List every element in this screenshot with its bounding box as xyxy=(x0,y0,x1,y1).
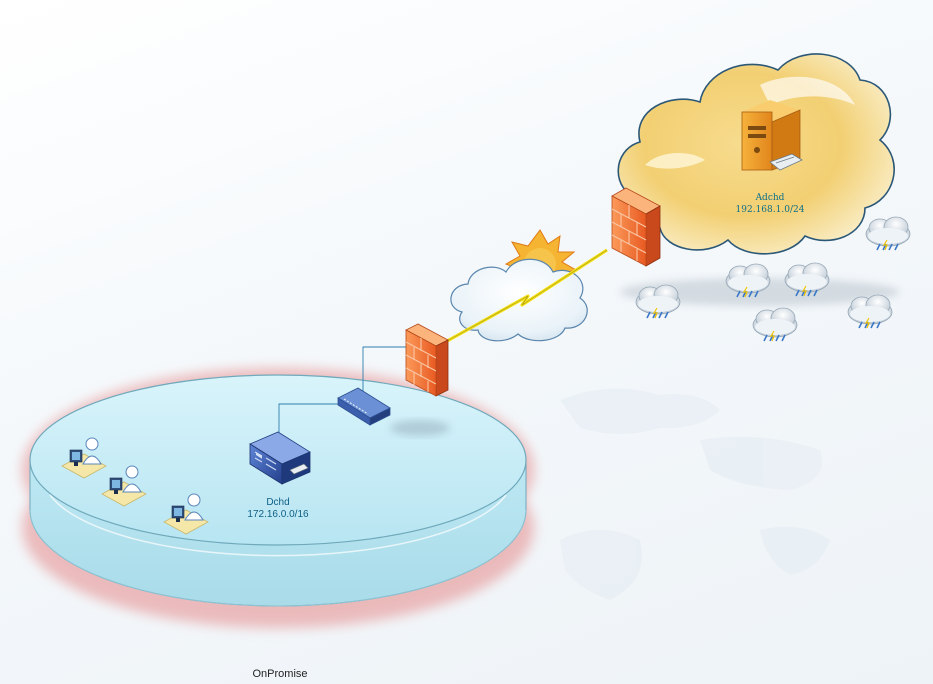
storm-cloud-icon xyxy=(865,216,911,251)
cloud-site: Adchd 192.168.1.0/24 xyxy=(617,53,895,255)
cloud-site-name: Adchd xyxy=(755,193,785,203)
cloud-firewall-icon xyxy=(611,187,661,267)
onprem-site-subnet: 172.16.0.0/16 xyxy=(247,509,309,520)
storm-cloud-icon xyxy=(847,294,893,329)
onprem-caption: OnPromise xyxy=(252,668,307,680)
onprem-server-icon xyxy=(249,431,311,485)
onprem-site-name: Dchd xyxy=(266,497,289,508)
wan-link xyxy=(439,229,608,347)
cloud-site-subnet: 192.168.1.0/24 xyxy=(736,205,805,215)
cloud-server-icon xyxy=(741,100,803,171)
background-map xyxy=(560,388,830,600)
network-switch-icon xyxy=(337,387,391,426)
lan-links xyxy=(278,346,412,440)
weather-cluster xyxy=(620,216,911,342)
onprem-firewall-icon xyxy=(405,323,449,397)
storm-cloud-icon xyxy=(752,307,798,342)
storm-cloud-icon xyxy=(635,284,681,319)
onprem-site: Dchd 172.16.0.0/16 xyxy=(22,346,534,628)
